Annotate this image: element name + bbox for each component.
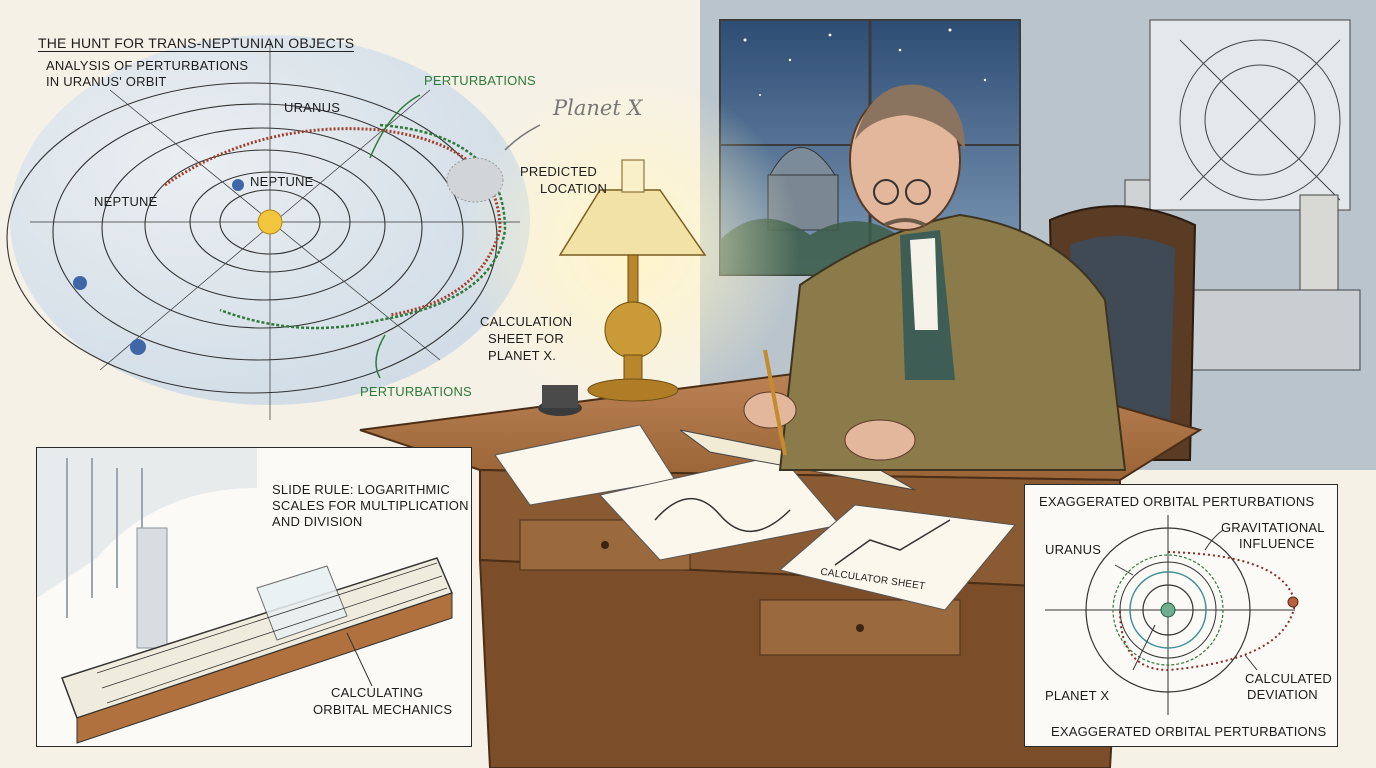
planet-x-dot <box>1287 596 1299 608</box>
slide-rule-cursor <box>256 565 348 641</box>
oil-lamp <box>558 159 707 402</box>
gravitational-label-line-2: INFLUENCE <box>1239 536 1315 551</box>
slide-rule-illustration <box>37 448 454 744</box>
calc-label-line-2: SHEET FOR <box>488 331 564 346</box>
subtitle-line-2: IN URANUS' ORBIT <box>46 74 167 89</box>
perturbations-label-bottom: PERTURBATIONS <box>360 384 472 399</box>
inset-uranus-label: URANUS <box>1045 542 1102 557</box>
inset-title: EXAGGERATED ORBITAL PERTURBATIONS <box>1039 494 1315 509</box>
green-perturbation-path <box>219 123 507 330</box>
predicted-location-marker <box>446 157 504 203</box>
inset-sun <box>1160 602 1176 618</box>
calculated-label-line-1: CALCULATED <box>1245 671 1333 686</box>
calculated-deviation-path <box>1119 551 1297 672</box>
inset-footer: EXAGGERATED ORBITAL PERTURBATIONS <box>1051 724 1327 739</box>
perturbation-arrow-top <box>369 94 421 159</box>
neptune-label-inner: NEPTUNE <box>250 174 314 189</box>
calc-label-line-1: CALCULATION <box>480 314 573 329</box>
uranus-perturbed-path <box>164 127 502 317</box>
orbital-perturbation-inset: EXAGGERATED ORBITAL PERTURBATIONS URANUS… <box>1024 484 1338 747</box>
slide-rule-caption-line-1: SLIDE RULE: LOGARITHMIC <box>272 482 450 497</box>
predicted-label-line-2: LOCATION <box>540 181 608 196</box>
inset-diagram <box>1045 515 1299 715</box>
gravitational-label-line-1: GRAVITATIONAL <box>1221 520 1325 535</box>
inset-planet-x-label: PLANET X <box>1045 688 1110 703</box>
uranus-orbit <box>1085 527 1251 693</box>
stars <box>743 28 987 112</box>
calc-label-line-3: PLANET X. <box>488 348 557 363</box>
perturbations-label-top: PERTURBATIONS <box>424 73 536 88</box>
outer-planet-left <box>73 276 87 290</box>
perturbation-arrow-bottom <box>375 334 386 379</box>
calculating-label-line-1: CALCULATING <box>331 685 424 700</box>
slide-rule-caption-line-2: SCALES FOR MULTIPLICATION <box>272 498 469 513</box>
neptune-planet <box>232 179 244 191</box>
outer-planet-bottom <box>130 339 146 355</box>
calculated-label-line-2: DEVIATION <box>1247 687 1318 702</box>
slide-rule-caption-line-3: AND DIVISION <box>272 514 363 529</box>
predicted-label-line-1: PREDICTED <box>520 164 597 179</box>
uranus-label: URANUS <box>284 100 341 115</box>
page-title: THE HUNT FOR TRANS-NEPTUNIAN OBJECTS <box>38 35 355 52</box>
neptune-label-outer: NEPTUNE <box>94 194 158 209</box>
astronomer-figure <box>743 84 1127 471</box>
planet-x-label: Planet X <box>553 96 643 120</box>
wall-star-chart <box>1149 19 1351 211</box>
slide-rule-panel: SLIDE RULE: LOGARITHMIC SCALES FOR MULTI… <box>36 447 472 747</box>
calculating-label-line-2: ORBITAL MECHANICS <box>313 702 453 717</box>
desk-papers <box>494 424 1016 611</box>
sun <box>257 209 283 235</box>
subtitle-line-1: ANALYSIS OF PERTURBATIONS <box>46 58 249 73</box>
